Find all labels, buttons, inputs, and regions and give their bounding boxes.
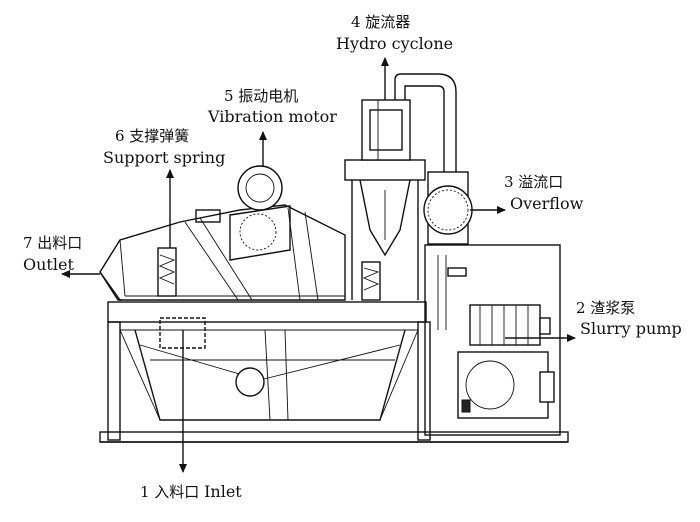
overflow-label-en: Overflow (510, 194, 584, 213)
support-spring-label-en: Support spring (103, 148, 226, 167)
vibrating-screen (99, 165, 381, 301)
base-frame (99, 301, 569, 443)
overflow-label-cn: 3 溢流口 (504, 173, 564, 191)
hydrocyclone-label-en: Hydro cyclone (336, 34, 454, 53)
outlet-label-en: Outlet (23, 255, 74, 274)
vibration-motor-label-en: Vibration motor (208, 107, 337, 126)
inlet-label: 1 入料口 Inlet (140, 484, 242, 500)
slurry-pump (457, 304, 555, 419)
hydrocyclone-label-cn: 4 旋流器 (351, 13, 411, 31)
hydrocyclone-assembly (344, 73, 561, 436)
inlet-label-en: Inlet (204, 482, 242, 501)
leader-arrows (61, 57, 576, 473)
slurry-pump-label-cn: 2 渣浆泵 (576, 299, 636, 317)
outlet-label-cn: 7 出料口 (23, 234, 83, 252)
support-spring-label-cn: 6 支撑弹簧 (115, 127, 190, 145)
vibration-motor-label-cn: 5 振动电机 (224, 87, 299, 105)
inlet-label-cn: 1 入料口 (140, 483, 200, 501)
slurry-pump-label-en: Slurry pump (580, 319, 682, 338)
